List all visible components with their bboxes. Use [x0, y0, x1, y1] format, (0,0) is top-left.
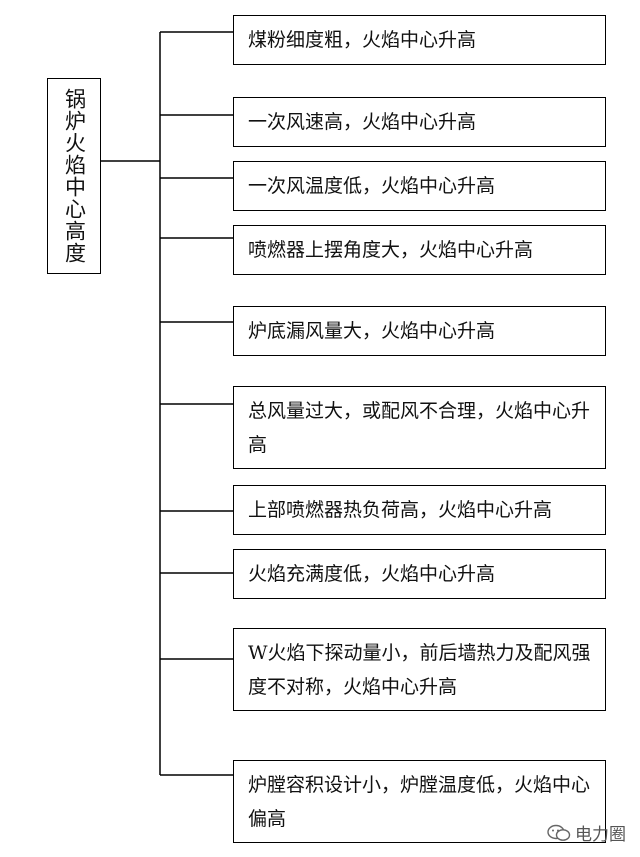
cause-node-9: W火焰下探动量小，前后墙热力及配风强度不对称，火焰中心升高	[233, 628, 606, 711]
cause-node-6: 总风量过大，或配风不合理，火焰中心升高	[233, 386, 606, 469]
cause-node-3: 一次风温度低，火焰中心升高	[233, 161, 606, 211]
cause-node-5: 炉底漏风量大，火焰中心升高	[233, 306, 606, 356]
wechat-icon	[547, 824, 571, 841]
cause-node-label: 炉膛容积设计小，炉膛温度低，火焰中心偏高	[248, 773, 591, 830]
root-node: 锅炉火焰中心高度	[47, 78, 101, 274]
cause-node-label: W火焰下探动量小，前后墙热力及配风强度不对称，火焰中心升高	[248, 641, 591, 698]
cause-node-2: 一次风速高，火焰中心升高	[233, 97, 606, 147]
root-node-label: 锅炉火焰中心高度	[62, 88, 87, 264]
cause-node-label: 喷燃器上摆角度大，火焰中心升高	[248, 239, 534, 261]
cause-node-8: 火焰充满度低，火焰中心升高	[233, 549, 606, 599]
cause-node-10: 炉膛容积设计小，炉膛温度低，火焰中心偏高	[233, 760, 606, 843]
watermark-text: 电力圈	[575, 825, 626, 845]
cause-node-label: 一次风温度低，火焰中心升高	[248, 175, 496, 197]
cause-node-label: 上部喷燃器热负荷高，火焰中心升高	[248, 499, 553, 521]
cause-node-label: 火焰充满度低，火焰中心升高	[248, 563, 496, 585]
cause-node-7: 上部喷燃器热负荷高，火焰中心升高	[233, 485, 606, 535]
cause-node-1: 煤粉细度粗，火焰中心升高	[233, 15, 606, 65]
cause-node-label: 煤粉细度粗，火焰中心升高	[248, 29, 477, 51]
cause-node-label: 炉底漏风量大，火焰中心升高	[248, 320, 496, 342]
cause-node-4: 喷燃器上摆角度大，火焰中心升高	[233, 225, 606, 275]
watermark: 电力圈	[547, 820, 626, 845]
cause-node-label: 总风量过大，或配风不合理，火焰中心升高	[248, 399, 591, 456]
cause-node-label: 一次风速高，火焰中心升高	[248, 111, 477, 133]
